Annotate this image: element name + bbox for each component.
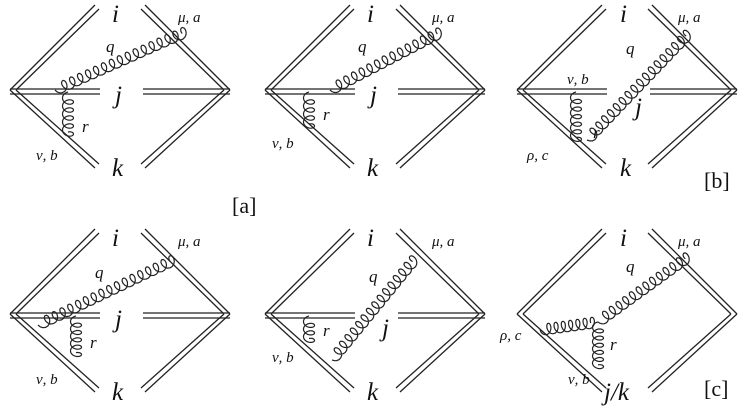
label-r: r xyxy=(82,117,89,136)
label-nu-b: ν, b xyxy=(568,372,590,388)
label-q: q xyxy=(369,267,378,286)
label-k: k xyxy=(112,155,124,182)
label-q: q xyxy=(95,263,104,282)
label-j: j xyxy=(112,82,122,109)
diagram-a2: i j k q r μ, a ν, b xyxy=(264,1,486,182)
diagram-b1: i j k q r μ, a ν, b ρ, c xyxy=(516,1,738,182)
gluon-r xyxy=(302,315,316,343)
gluon-q xyxy=(331,255,418,362)
label-i: i xyxy=(112,225,119,252)
gluon-r xyxy=(69,315,83,358)
gluon-r xyxy=(61,91,75,137)
group-tag-b: [b] xyxy=(704,168,730,193)
label-nu-b: ν, b xyxy=(36,372,58,388)
gluon-q xyxy=(37,255,175,329)
label-q: q xyxy=(626,39,635,58)
label-i: i xyxy=(620,225,627,252)
wilson-lines xyxy=(264,4,486,169)
label-q: q xyxy=(358,37,367,56)
label-j: j xyxy=(379,315,389,342)
label-r: r xyxy=(323,321,330,340)
group-tag-c: [c] xyxy=(704,376,728,401)
label-q: q xyxy=(106,37,115,56)
label-rho-c: ρ, c xyxy=(499,328,522,344)
label-r: r xyxy=(610,335,617,354)
label-k: k xyxy=(367,379,379,406)
label-r: r xyxy=(323,105,330,124)
label-mu-a: μ, a xyxy=(677,234,701,250)
diagram-a1: i j k q r μ, a ν, b xyxy=(9,1,231,182)
label-k: k xyxy=(620,155,632,182)
label-q: q xyxy=(626,257,635,276)
label-mu-a: μ, a xyxy=(431,10,455,26)
wilson-lines xyxy=(9,4,231,169)
label-rho-c: ρ, c xyxy=(526,148,549,164)
diagram-c1: i j k q r μ, a ν, b xyxy=(9,225,231,406)
gluon-rho xyxy=(539,316,596,336)
label-r: r xyxy=(90,333,97,352)
diagram-c3: i j/k q r μ, a ν, b ρ, c xyxy=(499,225,738,406)
label-mu-a: μ, a xyxy=(177,234,201,250)
label-mu-a: μ, a xyxy=(431,234,455,250)
label-i: i xyxy=(620,1,627,28)
label-nu-b: ν, b xyxy=(272,350,294,366)
label-j-over-k: j/k xyxy=(601,379,630,406)
label-nu-b: ν, b xyxy=(36,148,58,164)
label-mu-a: μ, a xyxy=(677,10,701,26)
wilson-lines xyxy=(9,228,231,393)
label-nu-b: ν, b xyxy=(272,136,294,152)
wilson-lines xyxy=(516,4,738,169)
label-i: i xyxy=(367,1,374,28)
label-i: i xyxy=(367,225,374,252)
gluon-q xyxy=(597,252,690,325)
label-j: j xyxy=(632,94,642,121)
label-k: k xyxy=(112,379,124,406)
label-mu-a: μ, a xyxy=(177,10,201,26)
label-r: r xyxy=(593,123,600,142)
label-nu-b: ν, b xyxy=(567,72,589,88)
label-i: i xyxy=(112,1,119,28)
gluon-r xyxy=(302,91,316,129)
gluon-q xyxy=(586,29,691,142)
diagram-c2: i j k q r μ, a ν, b xyxy=(264,225,486,406)
gluon-r xyxy=(591,321,605,370)
label-k: k xyxy=(367,155,379,182)
wilson-lines xyxy=(516,228,738,393)
gluon-r xyxy=(569,91,583,142)
group-tag-a: [a] xyxy=(232,193,256,218)
gluon-q xyxy=(54,26,187,94)
label-j: j xyxy=(112,306,122,333)
gluon-q xyxy=(329,27,442,94)
label-j: j xyxy=(367,82,377,109)
wilson-lines xyxy=(264,228,486,393)
